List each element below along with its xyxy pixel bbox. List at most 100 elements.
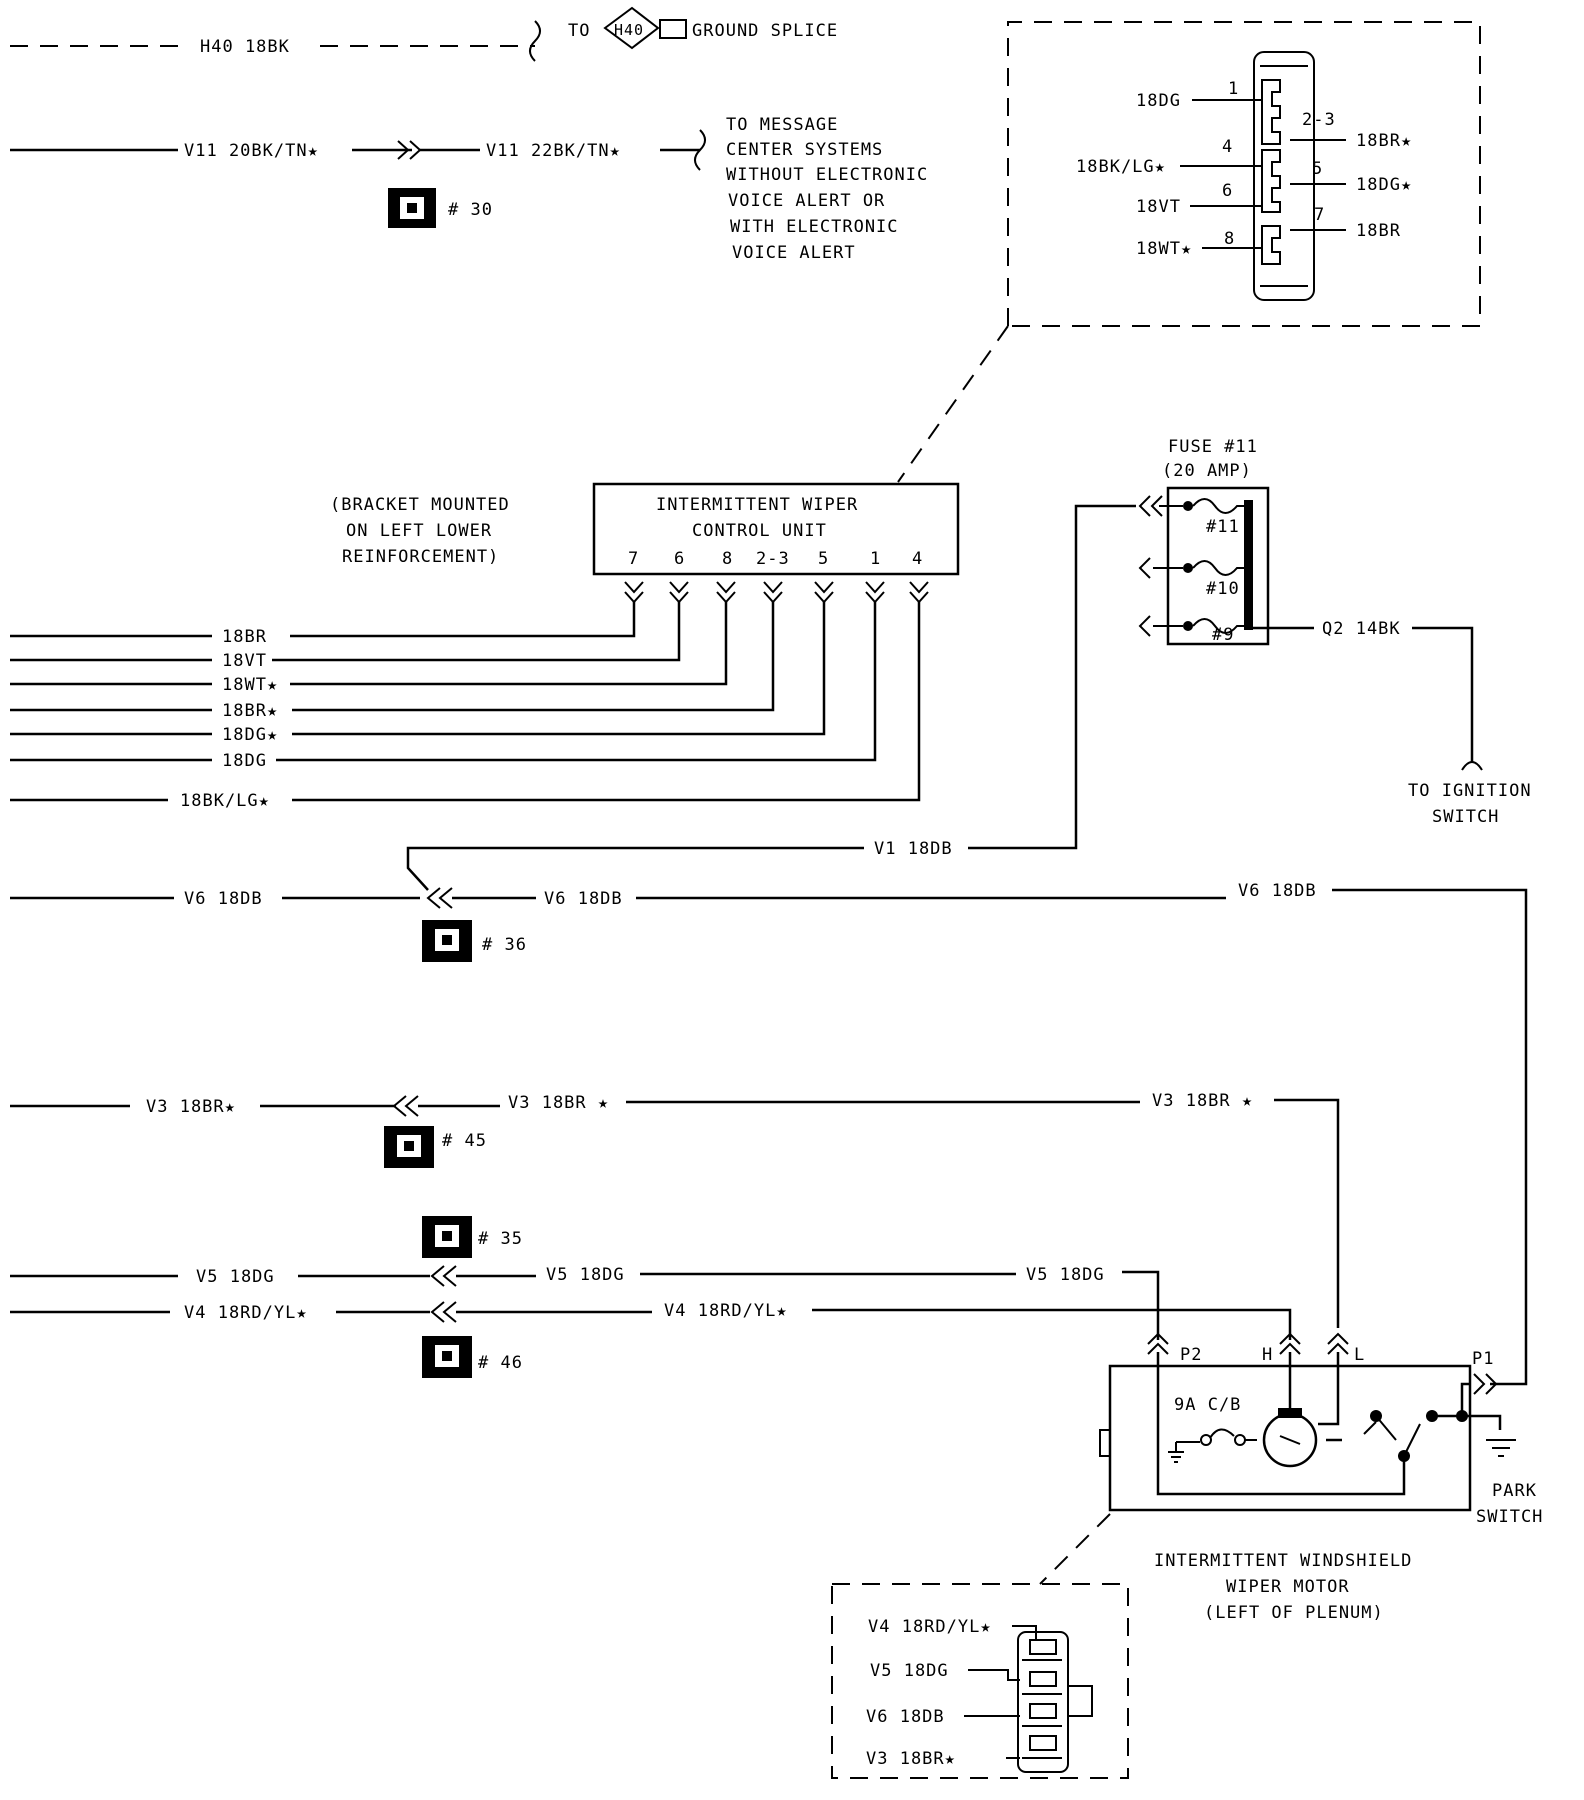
fuse-title-2: (20 AMP) [1162,461,1252,481]
connector-36-icon [422,920,472,962]
plug-left-pin-2: 4 [1222,137,1233,157]
plug-right-pin-3: 7 [1314,205,1325,225]
motor-title-1: INTERMITTENT WINDSHIELD [1154,1551,1412,1571]
bracket-line-3: REINFORCEMENT) [342,547,499,567]
connector-35-label: # 35 [478,1229,523,1249]
connector-35-icon [422,1216,472,1258]
v6-circuit: V6 18DB V6 18DB V6 18DB # 36 [10,881,1528,1386]
v6-left-label: V6 18DB [184,889,263,909]
control-unit-pin-7: 7 [628,549,639,569]
plug-right-wire-2: 18DG★ [1356,175,1412,195]
fuse-block: FUSE #11 (20 AMP) #11 #10 #9 Q2 14BK TO … [1138,437,1532,827]
motor-p2-label: P2 [1180,1345,1202,1365]
plug-right-wire-3: 18BR [1356,221,1401,241]
message-line-6: VOICE ALERT [732,243,856,263]
ignition-line-1: TO IGNITION [1408,781,1532,801]
v5-circuit: V5 18DG V5 18DG V5 18DG [10,1265,1160,1340]
v3-mid-label: V3 18BR ★ [508,1093,609,1113]
connector-45-label: # 45 [442,1131,487,1151]
ground-to-label: TO [568,21,590,41]
connector-45-icon [384,1126,434,1168]
plug-left-pin-1: 1 [1228,79,1239,99]
plug-right-wire-1: 18BR★ [1356,131,1412,151]
v5-right-label: V5 18DG [1026,1265,1105,1285]
plug-left-wire-3: 18VT [1136,197,1181,217]
fuse-title-1: FUSE #11 [1168,437,1258,457]
v4-left-label: V4 18RD/YL★ [184,1303,308,1323]
v5-left-label: V5 18DG [196,1267,275,1287]
ground-splice-diamond [603,6,660,50]
control-unit-pin-5: 5 [818,549,829,569]
control-unit-pin-6: 6 [674,549,685,569]
fuse-label-9: #9 [1212,625,1234,645]
message-line-4: VOICE ALERT OR [728,191,885,211]
message-line-5: WITH ELECTRONIC [730,217,899,237]
bracket-line-1: (BRACKET MOUNTED [330,495,510,515]
fuse-label-11: #11 [1206,517,1240,537]
v6-right-label: V6 18DB [1238,881,1317,901]
motor-plug-wire-v6: V6 18DB [866,1707,945,1727]
unit-wire-18dg-star: 18DG★ [222,725,278,745]
ground-wire-label: H40 18BK [200,37,290,57]
control-unit-plug-inset: 18DG 1 18BK/LG★ 4 18VT 6 18WT★ 8 2-3 18B… [897,21,1481,483]
motor-plug-wire-v5: V5 18DG [870,1661,949,1681]
ground-splice-code: H40 [614,21,644,39]
ground-splice-label: GROUND SPLICE [692,21,838,41]
plug-left-pin-4: 8 [1224,229,1235,249]
control-unit-pin-8: 8 [722,549,733,569]
message-center-circuit: V11 20BK/TN★ V11 22BK/TN★ # 30 TO MESSAG… [10,115,928,263]
v6-mid-label: V6 18DB [544,889,623,909]
v5-mid-label: V5 18DG [546,1265,625,1285]
bracket-line-2: ON LEFT LOWER [346,521,492,541]
v3-left-label: V3 18BR★ [146,1097,236,1117]
v3-right-label: V3 18BR ★ [1152,1091,1253,1111]
control-unit-title-1: INTERMITTENT WIPER [656,495,858,515]
motor-l-label: L [1354,1345,1365,1365]
unit-wire-18dg: 18DG [222,751,267,771]
unit-wire-18br-star: 18BR★ [222,701,278,721]
plug-right-pin-1: 2-3 [1302,110,1336,130]
motor-plug-wire-v4: V4 18RD/YL★ [868,1617,992,1637]
connector-46-icon [422,1336,472,1378]
unit-wire-18bk-lg: 18BK/LG★ [180,791,270,811]
motor-cb-label: 9A C/B [1174,1395,1241,1415]
v1-label: V1 18DB [874,839,953,859]
unit-wire-18vt: 18VT [222,651,267,671]
control-unit-pin-1: 1 [870,549,881,569]
plug-left-wire-2: 18BK/LG★ [1076,157,1166,177]
message-line-1: TO MESSAGE [726,115,838,135]
motor-plug-inset: V4 18RD/YL★ V5 18DG V6 18DB V3 18BR★ [831,1513,1129,1779]
plug-left-wire-1: 18DG [1136,91,1181,111]
plug-left-pin-3: 6 [1222,181,1233,201]
motor-title-2: WIPER MOTOR [1226,1577,1350,1597]
message-line-2: CENTER SYSTEMS [726,140,883,160]
park-line-2: SWITCH [1476,1507,1543,1527]
control-unit: INTERMITTENT WIPER CONTROL UNIT 7 6 8 2-… [592,482,960,604]
motor-title-3: (LEFT OF PLENUM) [1204,1603,1384,1623]
park-line-1: PARK [1492,1481,1537,1501]
unit-wire-18wt: 18WT★ [222,675,278,695]
control-unit-pin-2-3: 2-3 [756,549,790,569]
fuse-label-10: #10 [1206,579,1240,599]
control-unit-title-2: CONTROL UNIT [692,521,827,541]
plug-left-wire-4: 18WT★ [1136,239,1192,259]
unit-wire-18br: 18BR [222,627,267,647]
wiper-motor: P2 H L P1 9A C/B PARK SWITCH [1099,1332,1543,1527]
ignition-line-2: SWITCH [1432,807,1499,827]
v3-circuit: V3 18BR★ V3 18BR ★ V3 18BR ★ # 45 [10,1091,1340,1328]
connector-46-label: # 46 [478,1353,523,1373]
message-wire-left: V11 20BK/TN★ [184,141,319,161]
message-line-3: WITHOUT ELECTRONIC [726,165,928,185]
v4-circuit: V4 18RD/YL★ V4 18RD/YL★ # 46 [10,1301,1292,1378]
message-wire-right: V11 22BK/TN★ [486,141,621,161]
connector-30-label: # 30 [448,200,493,220]
v4-mid-label: V4 18RD/YL★ [664,1301,788,1321]
connector-36-label: # 36 [482,935,527,955]
connector-30-icon [388,188,436,228]
plug-right-pin-2: 5 [1312,159,1323,179]
control-unit-pin-4: 4 [912,549,923,569]
motor-h-label: H [1262,1345,1273,1365]
control-unit-wires: 18BR 18VT 18WT★ 18BR★ 18DG★ 18DG 18BK/LG… [10,602,921,811]
motor-p1-label: P1 [1472,1349,1494,1369]
